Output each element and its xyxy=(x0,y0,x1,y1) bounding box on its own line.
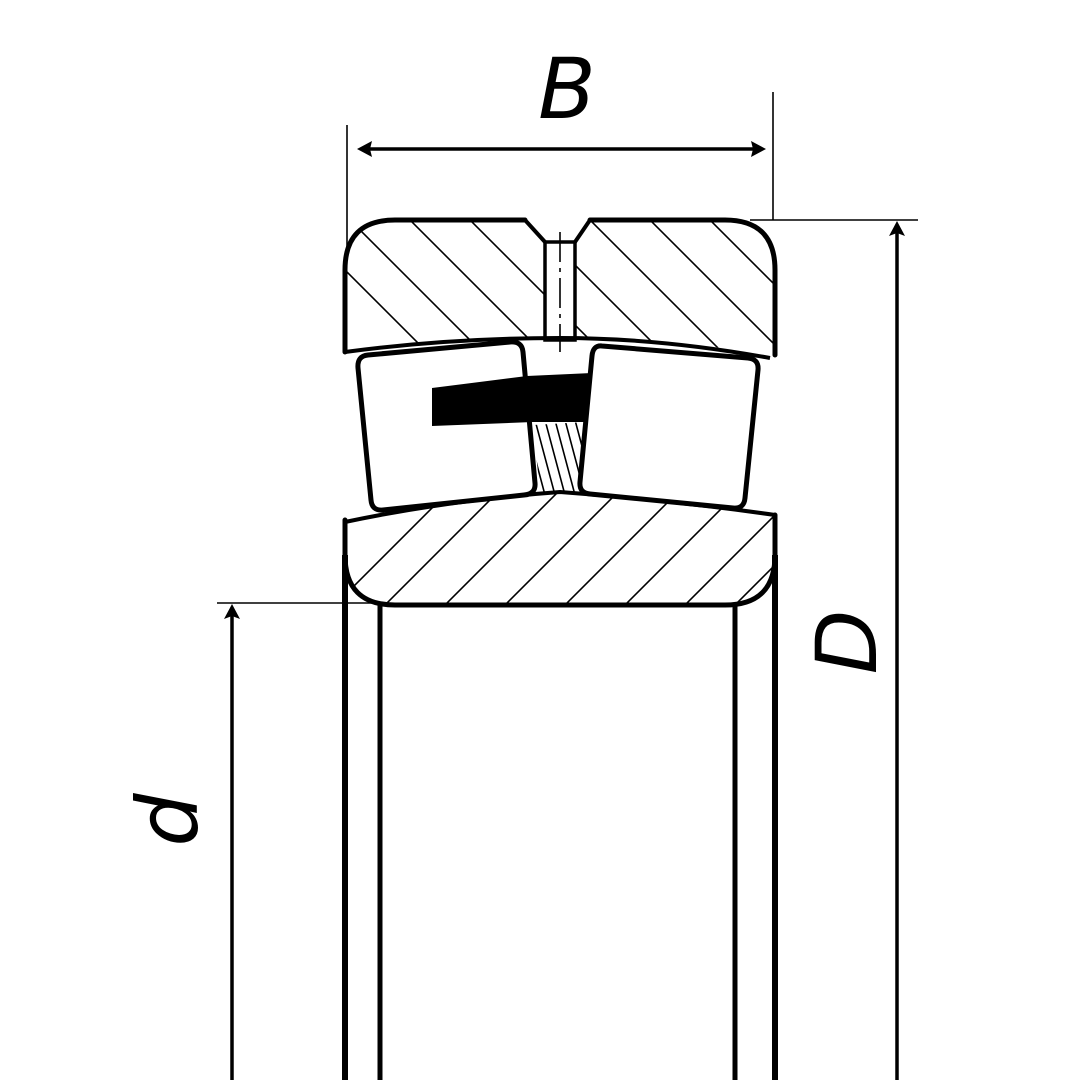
label-b: B xyxy=(538,40,596,138)
dimension-d-outer: D xyxy=(750,219,918,1080)
dimension-d-bore: d xyxy=(119,602,380,1080)
label-D: D xyxy=(798,610,896,675)
outer-ring-hatching xyxy=(345,220,775,355)
lubrication-groove xyxy=(523,218,592,244)
right-roller xyxy=(577,343,761,511)
outer-ring-outline xyxy=(342,217,778,358)
label-d: d xyxy=(119,793,217,847)
left-roller xyxy=(355,339,538,513)
arrow-up-icon xyxy=(224,604,240,619)
dimension-b: B xyxy=(346,40,774,250)
inner-ring-outline xyxy=(342,512,778,608)
arrow-left-icon xyxy=(357,141,372,157)
cage xyxy=(432,373,592,426)
bore-lines xyxy=(342,555,778,1080)
arrow-right-icon xyxy=(751,141,766,157)
outer-raceway xyxy=(344,336,771,360)
arrow-up-icon xyxy=(889,221,905,236)
outer-ring xyxy=(342,217,778,360)
